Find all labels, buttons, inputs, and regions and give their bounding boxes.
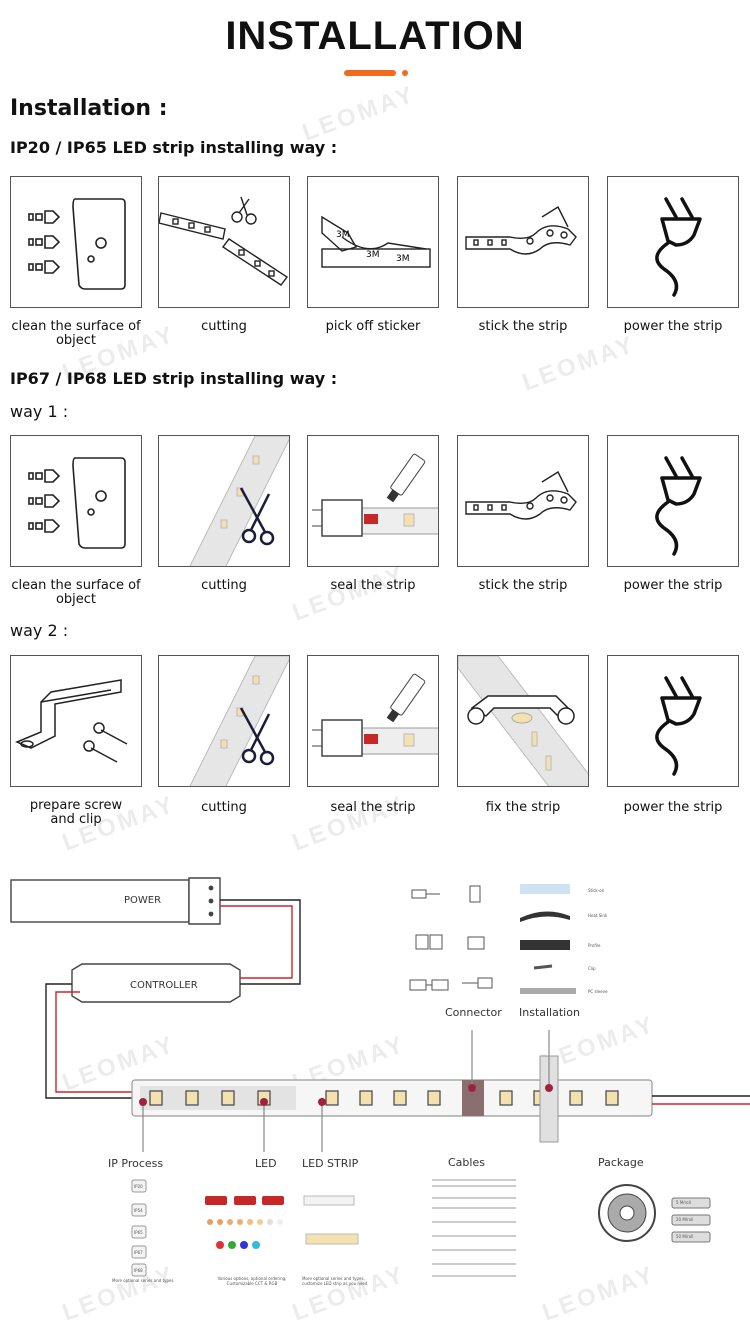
led-label: LED	[255, 1157, 277, 1170]
install-item: Heat Sink	[588, 913, 608, 918]
way2-label: way 2 :	[10, 621, 69, 640]
title-dot	[402, 70, 408, 76]
led-chip	[221, 1090, 235, 1106]
led-chip	[149, 1090, 163, 1106]
led-note: Various options, optional ordering, Cust…	[217, 1276, 287, 1286]
ip-process-label: IP Process	[108, 1157, 164, 1170]
seal-glue-icon	[312, 673, 438, 757]
install-item: Stick-on	[588, 888, 605, 893]
caption: stick the strip	[478, 578, 568, 593]
clean-surface-icon	[28, 198, 126, 290]
caption: cutting	[201, 319, 247, 334]
step-pick-off-sticker: 3M 3M 3M	[307, 176, 439, 308]
screw-clip-icon	[15, 679, 128, 763]
step-stick-strip	[457, 176, 589, 308]
led-strip-label: LED STRIP	[302, 1157, 359, 1170]
strip-note: More optional series and types, customiz…	[302, 1276, 368, 1286]
sticker-label: 3M	[396, 254, 410, 264]
diagram-drawing	[10, 877, 750, 1277]
system-diagram: POWER CONTROLLER Connector Installation …	[0, 860, 750, 1337]
cutting-waterproof-icon	[189, 436, 289, 566]
controller-label: CONTROLLER	[130, 980, 198, 991]
power-plug-icon	[655, 456, 702, 556]
power-plug-icon	[655, 676, 702, 776]
caption: stick the strip	[478, 319, 568, 334]
step-cutting	[158, 435, 290, 567]
ip-level: IP68	[134, 1268, 143, 1273]
sticker-icon: 3M 3M 3M	[321, 215, 431, 268]
led-chip	[393, 1090, 407, 1106]
led-chip	[359, 1090, 373, 1106]
watermark: LEOMAY	[298, 80, 420, 147]
cutting-strip-icon	[159, 196, 289, 286]
fix-clip-icon	[458, 656, 588, 786]
step-fix-strip	[457, 655, 589, 787]
led-chip	[569, 1090, 583, 1106]
clean-surface-icon	[28, 457, 126, 549]
step-power-strip	[607, 655, 739, 787]
caption: cutting	[201, 578, 247, 593]
power-label: POWER	[124, 895, 162, 906]
install-item: Clip	[588, 966, 596, 971]
step-seal-strip	[307, 655, 439, 787]
seal-glue-icon	[312, 453, 438, 537]
step-power-strip	[607, 176, 739, 308]
step-clean-surface	[10, 435, 142, 567]
led-chip	[185, 1090, 199, 1106]
caption: power the strip	[623, 800, 723, 815]
step-stick-strip	[457, 435, 589, 567]
caption: seal the strip	[330, 800, 416, 815]
caption: pick off sticker	[325, 319, 421, 334]
ip-level: IP54	[134, 1208, 143, 1213]
install-item: Profile	[588, 943, 601, 948]
ip-level: IP65	[134, 1230, 143, 1235]
led-chip	[605, 1090, 619, 1106]
roll-length: 5 M/roll	[676, 1200, 691, 1205]
step-seal-strip	[307, 435, 439, 567]
caption: power the strip	[623, 578, 723, 593]
caption: clean the surface of object	[11, 319, 141, 348]
ip20-heading: IP20 / IP65 LED strip installing way :	[10, 138, 338, 157]
cutting-waterproof-icon	[189, 656, 289, 786]
step-clean-surface	[10, 176, 142, 308]
installation-heading: Installation :	[10, 96, 168, 121]
controller-box	[71, 963, 241, 1003]
caption: clean the surface of object	[11, 578, 141, 607]
step-prepare-screw-clip	[10, 655, 142, 787]
led-chip	[499, 1090, 513, 1106]
install-item: PC sleeve	[588, 989, 608, 994]
watermark: LEOMAY	[518, 330, 640, 397]
roll-length: 50 M/roll	[676, 1234, 694, 1239]
power-supply	[10, 879, 190, 923]
roll-length: 20 M/roll	[676, 1217, 694, 1222]
ip-level: IP67	[134, 1250, 143, 1255]
caption: cutting	[201, 800, 247, 815]
page-title: INSTALLATION	[225, 14, 525, 58]
package-label: Package	[598, 1156, 644, 1169]
step-power-strip	[607, 435, 739, 567]
ip-level: IP20	[134, 1184, 143, 1189]
ip-note: More optional series and types	[112, 1278, 174, 1283]
caption: prepare screw and clip	[29, 798, 123, 827]
stick-strip-icon	[465, 470, 577, 520]
way1-label: way 1 :	[10, 402, 69, 421]
sticker-label: 3M	[336, 230, 350, 240]
installation-label: Installation	[519, 1006, 580, 1019]
caption: seal the strip	[330, 578, 416, 593]
title-underline	[344, 70, 396, 76]
sticker-label: 3M	[366, 250, 380, 260]
cables-label: Cables	[448, 1156, 485, 1169]
led-chip	[325, 1090, 339, 1106]
watermark: LEOMAY	[288, 560, 410, 627]
stick-strip-icon	[465, 205, 577, 255]
led-chip	[427, 1090, 441, 1106]
caption: power the strip	[623, 319, 723, 334]
step-cutting	[158, 176, 290, 308]
step-cutting	[158, 655, 290, 787]
ip67-heading: IP67 / IP68 LED strip installing way :	[10, 369, 338, 388]
caption: fix the strip	[485, 800, 561, 815]
power-plug-icon	[655, 197, 702, 297]
connector-label: Connector	[445, 1006, 502, 1019]
